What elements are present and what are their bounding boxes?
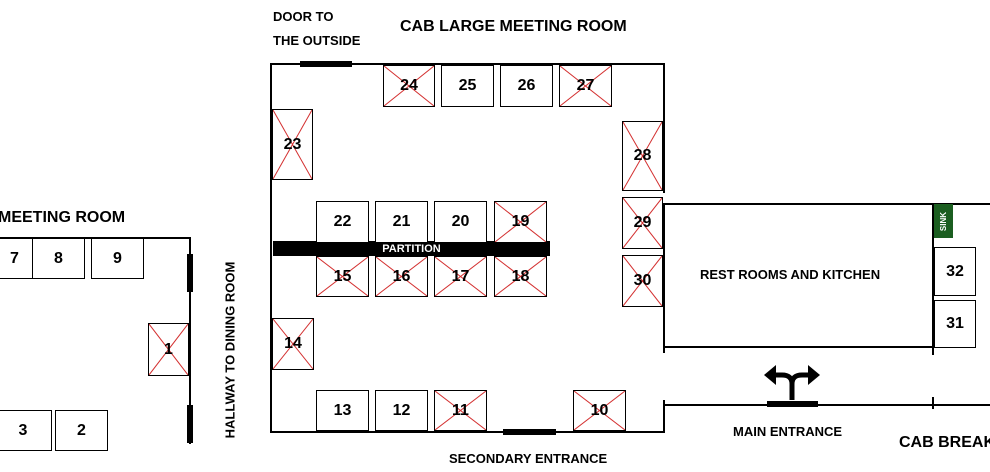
table-25[interactable]: 25 — [441, 65, 494, 107]
sink: SINK — [934, 204, 953, 238]
table-1[interactable]: 1 — [148, 323, 189, 376]
table-27[interactable]: 27 — [559, 65, 612, 107]
restrooms-top-wall — [663, 203, 990, 205]
table-22[interactable]: 22 — [316, 201, 369, 243]
table-21[interactable]: 21 — [375, 201, 428, 243]
main-entrance-door — [767, 401, 818, 407]
table-31[interactable]: 31 — [934, 300, 976, 348]
partition: PARTITION — [273, 241, 550, 256]
door-to-outside — [300, 61, 352, 67]
main-entrance-label: MAIN ENTRANCE — [733, 424, 843, 439]
table-11[interactable]: 11 — [434, 390, 487, 431]
table-29[interactable]: 29 — [622, 197, 663, 249]
large-room-left-wall — [270, 63, 272, 433]
table-19[interactable]: 19 — [494, 201, 547, 243]
large-room-bottom-wall — [270, 431, 665, 433]
large-room-right-wall-upper — [663, 63, 665, 193]
left-room-title: MEETING ROOM — [0, 209, 126, 226]
table-23[interactable]: 23 — [272, 109, 313, 180]
left-room-right-wall — [189, 237, 191, 444]
restrooms-left-wall — [663, 203, 665, 353]
secondary-entrance-label: SECONDARY ENTRANCE — [449, 451, 608, 466]
left-room-door-lower — [187, 405, 193, 443]
table-14[interactable]: 14 — [272, 318, 314, 370]
table-7[interactable]: 7 — [0, 238, 35, 279]
table-10[interactable]: 10 — [573, 390, 626, 431]
restrooms-label: REST ROOMS AND KITCHEN — [700, 267, 881, 282]
restrooms-bottom-wall — [663, 346, 933, 348]
secondary-entrance-door — [503, 429, 556, 435]
table-9[interactable]: 9 — [91, 238, 144, 279]
table-3[interactable]: 3 — [0, 410, 52, 451]
breakroom-label: CAB BREAK — [899, 434, 990, 451]
table-26[interactable]: 26 — [500, 65, 553, 107]
table-15[interactable]: 15 — [316, 256, 369, 297]
door-outside-label-line2: THE OUTSIDE — [273, 33, 361, 48]
table-16[interactable]: 16 — [375, 256, 428, 297]
table-24[interactable]: 24 — [383, 65, 435, 107]
table-13[interactable]: 13 — [316, 390, 369, 431]
table-30[interactable]: 30 — [622, 255, 663, 307]
table-18[interactable]: 18 — [494, 256, 547, 297]
door-outside-label-line1: DOOR TO — [273, 9, 334, 24]
large-room-top-wall — [270, 63, 665, 65]
table-2[interactable]: 2 — [55, 410, 108, 451]
table-17[interactable]: 17 — [434, 256, 487, 297]
table-12[interactable]: 12 — [375, 390, 428, 431]
table-8[interactable]: 8 — [32, 238, 85, 279]
left-room-door-upper — [187, 254, 193, 292]
entrance-arrows-icon — [764, 365, 820, 400]
corridor-wall — [663, 404, 990, 406]
large-room-title: CAB LARGE MEETING ROOM — [400, 18, 627, 35]
breakroom-wall-stub — [932, 397, 934, 409]
table-20[interactable]: 20 — [434, 201, 487, 243]
large-room-right-wall-lower — [663, 400, 665, 433]
table-32[interactable]: 32 — [934, 247, 976, 296]
hallway-label: HALLWAY TO DINING ROOM — [222, 261, 238, 439]
table-28[interactable]: 28 — [622, 121, 663, 191]
restrooms-right-wall — [932, 203, 934, 355]
